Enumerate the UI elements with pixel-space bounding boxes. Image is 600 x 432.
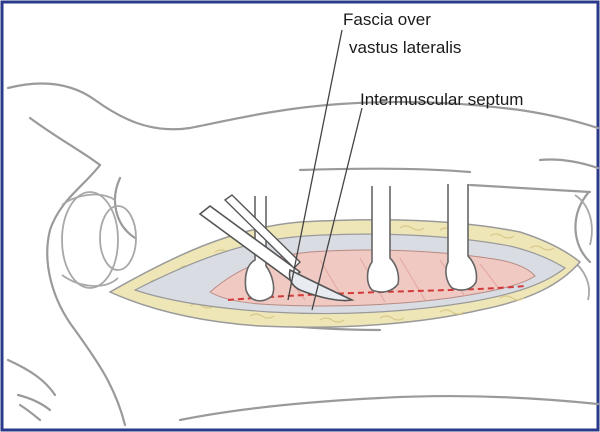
- fascia-label-line-2: vastus lateralis: [349, 38, 461, 58]
- septum-label: Intermuscular septum: [360, 90, 523, 110]
- fascia-label-line-1: Fascia over: [343, 10, 431, 30]
